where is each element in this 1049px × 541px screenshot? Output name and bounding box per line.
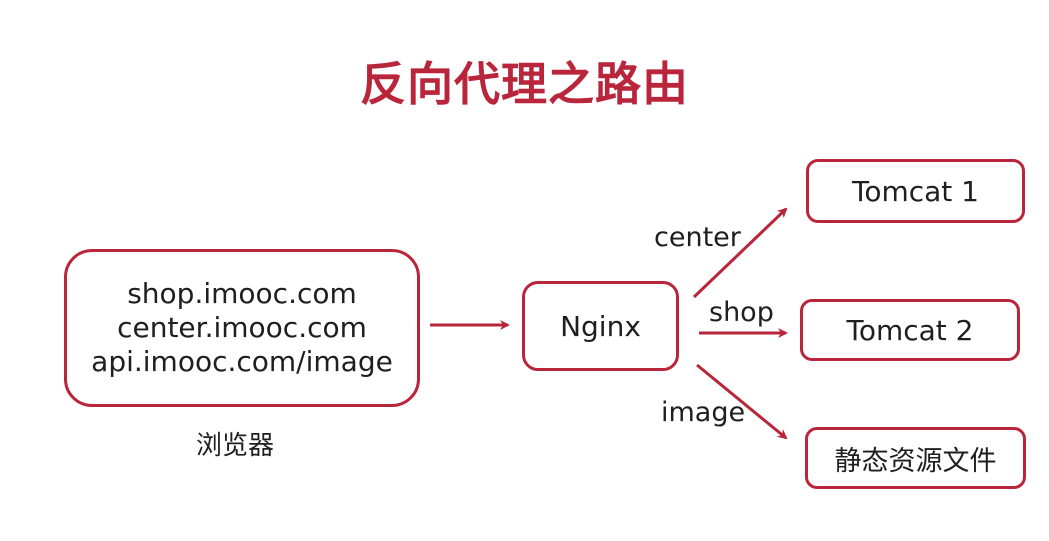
browser-domain-center: center.imooc.com	[117, 311, 367, 344]
tomcat2-label: Tomcat 2	[846, 313, 974, 347]
browser-box: shop.imooc.com center.imooc.com api.imoo…	[64, 249, 420, 407]
tomcat1-label: Tomcat 1	[852, 174, 979, 208]
static-files-box: 静态资源文件	[805, 427, 1026, 489]
route-label-shop: shop	[709, 297, 774, 328]
route-label-center: center	[654, 222, 741, 253]
arrow-nginx-to-tomcat1	[692, 207, 788, 299]
browser-domain-shop: shop.imooc.com	[127, 277, 357, 310]
tomcat2-box: Tomcat 2	[800, 299, 1020, 361]
nginx-label: Nginx	[560, 309, 641, 343]
slide-title: 反向代理之路由	[360, 57, 689, 111]
nginx-box: Nginx	[522, 281, 679, 371]
arrow-nginx-to-static	[696, 363, 788, 440]
static-files-label: 静态资源文件	[834, 445, 997, 477]
browser-domain-image: api.imooc.com/image	[91, 345, 393, 378]
browser-caption: 浏览器	[195, 431, 274, 461]
route-label-image: image	[661, 397, 746, 428]
tomcat1-box: Tomcat 1	[806, 159, 1025, 223]
